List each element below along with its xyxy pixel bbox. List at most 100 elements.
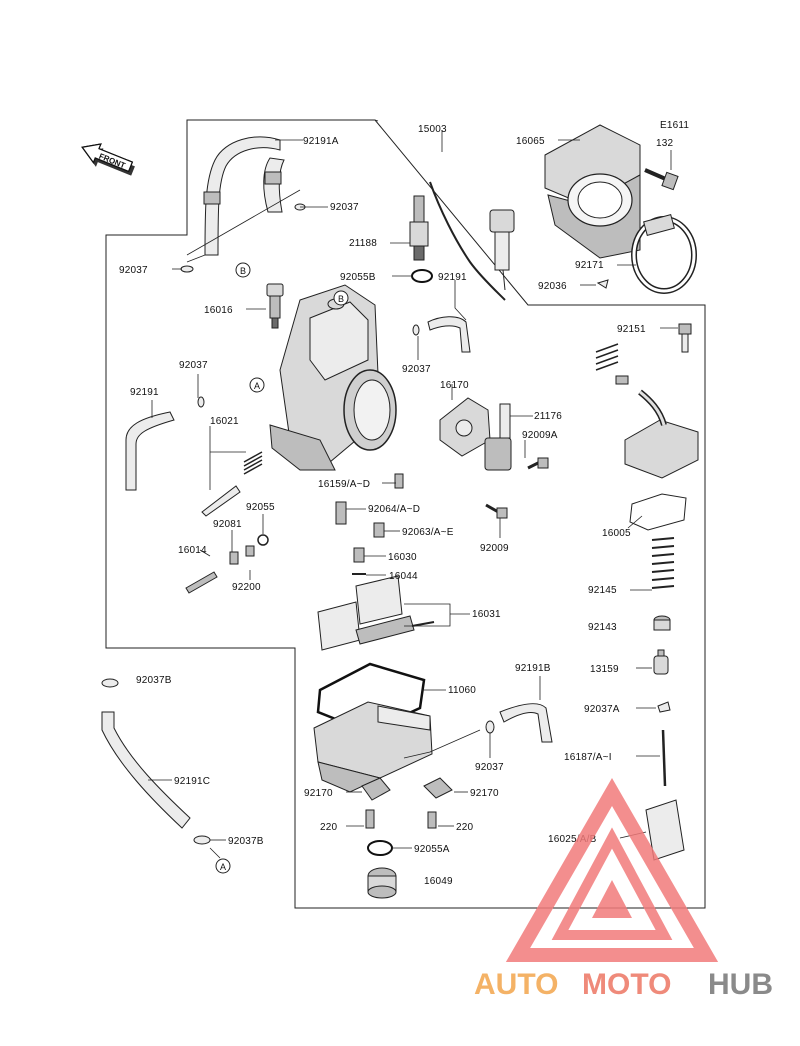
part-label: 132 bbox=[656, 138, 674, 149]
part-label: 92170 bbox=[304, 788, 333, 799]
part-label: 92009A bbox=[522, 430, 558, 441]
watermark-triangle-icon bbox=[505, 777, 719, 962]
part-label: 92037A bbox=[584, 704, 620, 715]
throttle-stop-screw-16016-icon bbox=[266, 283, 284, 329]
clip-92037a-icon bbox=[657, 701, 671, 713]
part-label: 16031 bbox=[472, 609, 501, 620]
bracket-92170-left-icon bbox=[361, 777, 391, 801]
svg-text:B: B bbox=[338, 294, 344, 304]
screw-16014-icon bbox=[185, 571, 218, 594]
part-label: 15003 bbox=[418, 124, 447, 135]
float-16031-icon bbox=[317, 575, 435, 651]
part-label: 92191 bbox=[438, 272, 467, 283]
jet-92200-icon bbox=[245, 545, 255, 557]
throttle-valve-16025-icon bbox=[645, 799, 685, 861]
jet-92064-icon bbox=[335, 501, 347, 525]
svg-text:HUB: HUB bbox=[708, 968, 773, 1001]
clip-92037-c-icon bbox=[412, 324, 420, 336]
callout-b-body: B bbox=[333, 290, 349, 306]
part-label: 92191B bbox=[515, 663, 551, 674]
part-label: 16159/A~D bbox=[318, 479, 370, 490]
clip-92036-icon bbox=[596, 279, 609, 289]
clip-92037-d-icon bbox=[197, 396, 205, 408]
clip-92037-b-icon bbox=[180, 265, 194, 273]
clip-92037b-bottom-icon bbox=[193, 835, 211, 845]
part-label: 16049 bbox=[424, 876, 453, 887]
part-label: 92037 bbox=[475, 762, 504, 773]
screw-92009a-icon bbox=[527, 457, 549, 470]
part-label: 11060 bbox=[448, 685, 476, 696]
throttle-sensor-16170-icon bbox=[439, 397, 512, 471]
screw-220-left-icon bbox=[365, 809, 375, 829]
spring-16021-icon bbox=[201, 451, 263, 517]
part-label: 16170 bbox=[440, 380, 469, 391]
bolt-132-icon bbox=[644, 168, 679, 191]
part-label: 92151 bbox=[617, 324, 646, 335]
bracket-92170-right-icon bbox=[423, 777, 453, 799]
jet-92081-icon bbox=[229, 551, 239, 565]
diagram-code: E1611 bbox=[660, 120, 689, 131]
assembly-frame bbox=[105, 119, 706, 909]
part-label: 220 bbox=[320, 822, 338, 833]
jet-16030-icon bbox=[353, 547, 365, 563]
part-label: 92191 bbox=[130, 387, 159, 398]
cable-adjuster-21188-icon bbox=[409, 181, 506, 301]
svg-text:MOTO: MOTO bbox=[582, 968, 671, 1001]
vent-hose-92191a-icon bbox=[203, 136, 285, 256]
callout-b-top: B bbox=[235, 262, 251, 278]
part-label: 220 bbox=[456, 822, 474, 833]
part-label: 92037 bbox=[119, 265, 148, 276]
svg-text:B: B bbox=[240, 266, 246, 276]
callout-a-bottom: A bbox=[215, 858, 231, 874]
hose-92191-top-icon bbox=[427, 316, 471, 353]
part-label: 21188 bbox=[349, 238, 377, 249]
part-label: 92063/A~E bbox=[402, 527, 454, 538]
intake-holder-16065-icon bbox=[544, 124, 641, 259]
spring-92151-icon bbox=[595, 343, 629, 385]
screw-92009-icon bbox=[485, 503, 508, 519]
part-label: 13159 bbox=[590, 664, 619, 675]
throttle-sensor-connector-icon bbox=[489, 209, 515, 291]
float-bowl-gasket-11060-icon bbox=[316, 662, 426, 734]
oring-92055-icon bbox=[257, 534, 269, 546]
screw-16159-icon bbox=[394, 473, 404, 489]
part-label: 21176 bbox=[534, 411, 562, 422]
part-label: 16021 bbox=[210, 416, 239, 427]
part-label: 92009 bbox=[480, 543, 509, 554]
hose-92191-left-icon bbox=[125, 411, 175, 491]
cover-icon bbox=[624, 389, 699, 479]
needle-16187-icon bbox=[661, 729, 667, 787]
carburetor-body-15003-icon bbox=[269, 284, 397, 471]
part-label: 16005 bbox=[602, 528, 631, 539]
svg-text:AUTO: AUTO bbox=[474, 968, 558, 1001]
clip-92037b-top-icon bbox=[101, 678, 119, 688]
part-label: 92191C bbox=[174, 776, 210, 787]
oring-92055b-icon bbox=[411, 269, 433, 283]
gasket-16005-icon bbox=[629, 493, 687, 531]
part-label: 16016 bbox=[204, 305, 233, 316]
watermark-text: AUTO MOTO HUB bbox=[474, 968, 773, 1001]
valve-13159-icon bbox=[653, 649, 669, 675]
jet-92063-icon bbox=[373, 522, 385, 538]
svg-text:A: A bbox=[254, 381, 260, 391]
part-label: 92037 bbox=[402, 364, 431, 375]
part-label: 92191A bbox=[303, 136, 339, 147]
drain-plug-16049-icon bbox=[367, 867, 397, 899]
part-label: 92200 bbox=[232, 582, 261, 593]
part-label: 16065 bbox=[516, 136, 545, 147]
clamp-92171-icon bbox=[631, 214, 697, 294]
clip-92037-e-icon bbox=[485, 720, 495, 734]
part-label: 16044 bbox=[389, 571, 418, 582]
hose-92191c-icon bbox=[101, 711, 191, 829]
screw-220-right-icon bbox=[427, 811, 437, 829]
part-label: 92037B bbox=[228, 836, 264, 847]
front-arrow-icon: FRONT bbox=[81, 143, 135, 176]
part-label: 92036 bbox=[538, 281, 567, 292]
part-label: 92170 bbox=[470, 788, 499, 799]
part-label: 92064/A~D bbox=[368, 504, 420, 515]
cap-92143-icon bbox=[653, 615, 671, 631]
oring-92055a-icon bbox=[367, 840, 393, 856]
watermark-logo bbox=[505, 777, 719, 962]
part-label: 92055B bbox=[340, 272, 376, 283]
